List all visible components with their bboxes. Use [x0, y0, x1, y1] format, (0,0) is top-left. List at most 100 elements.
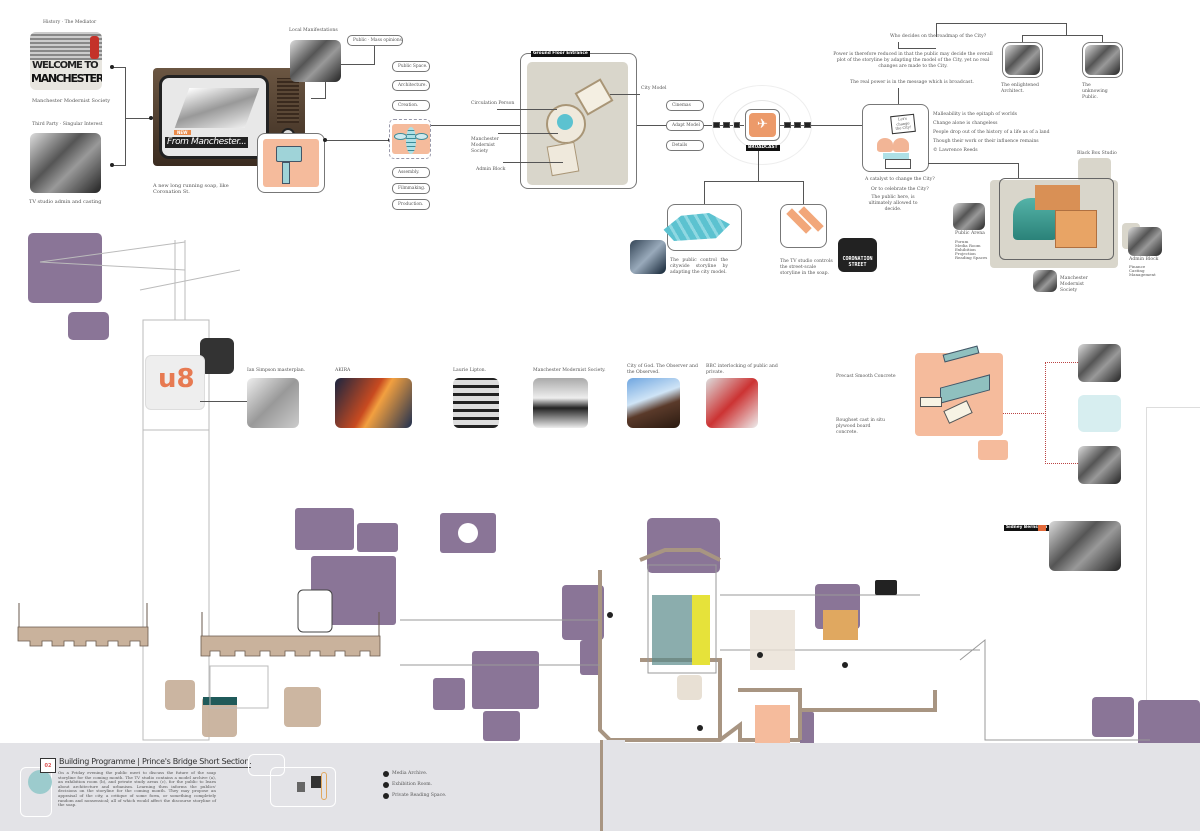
pill-public-space[interactable]: Public Space. — [392, 61, 430, 72]
real-power-text: The real power is in the message which i… — [850, 80, 974, 85]
public-arena-item: Exhibition — [955, 247, 976, 252]
history-caption: Manchester Modernist Society — [32, 98, 111, 104]
sidney-bernstein-photo — [1049, 521, 1121, 571]
admin-block-photo — [1128, 227, 1162, 256]
local-manifestations-label: Local Manifestations — [289, 28, 338, 33]
cartoon-quote-2: Change alone is changeless — [933, 121, 998, 126]
pill-production[interactable]: Production. — [392, 199, 430, 210]
ref-label: Laurie Lipton. — [453, 368, 487, 373]
ref-label: AKIRA — [335, 368, 351, 373]
ref-label: Manchester Modernist Society. — [533, 368, 606, 373]
building-section-drawing — [17, 508, 1200, 750]
legend-marker-b — [383, 782, 389, 788]
purple-sky-panel — [68, 312, 109, 340]
welcome-text: WELCOME TO — [32, 60, 99, 71]
mms-small-photo — [1033, 270, 1057, 292]
material-photo-2 — [1078, 395, 1121, 432]
tv-screen-text: From Manchester... — [165, 137, 249, 148]
cartoon-quote-4: Though their work or their influence rem… — [933, 139, 1039, 144]
admin-block-label: Admin Block — [1129, 257, 1159, 262]
public-arena-item: Media Room — [955, 243, 981, 248]
admin-item: Finance — [1129, 264, 1146, 269]
pill-cinemas[interactable]: Cinemas — [666, 100, 704, 111]
ground-floor-title: Ground Floor Entrance — [531, 51, 590, 57]
public-arena-item: Projection — [955, 251, 976, 256]
blue-city-model — [663, 213, 730, 241]
footer-title: Building Programme | Prince's Bridge Sho… — [59, 757, 252, 768]
purple-sky-panel — [28, 233, 102, 303]
ref-photo-masterplan — [247, 378, 299, 428]
celebrate-question: Or to celebrate the City? — [871, 187, 929, 192]
ref-label: BBC interlocking of public and private. — [706, 364, 778, 375]
public-arena-photo — [953, 203, 985, 230]
pill-assembly[interactable]: Assembly. — [392, 167, 430, 178]
manchester-text: MANCHESTER — [31, 72, 102, 85]
cartoon-quote-3: People drop out of the history of a life… — [933, 130, 1050, 135]
pill-details[interactable]: Details — [666, 140, 704, 151]
projector-icon — [458, 523, 478, 543]
public-caption: The unknowing Public. — [1082, 83, 1108, 100]
public-photo-frame — [1082, 42, 1123, 78]
camera-frame — [257, 133, 325, 193]
broadcast-label: BROADCAST — [746, 145, 780, 151]
studio-control-caption: The TV studio controls the street-scale … — [780, 259, 833, 276]
cartoon-frame: Let's change the City! — [862, 104, 929, 172]
public-decide-text: The public here, is ultimately allowed t… — [868, 195, 918, 212]
public-arena-label: Public Arena — [955, 231, 985, 236]
ground-floor-frame — [520, 53, 637, 189]
pill-architecture[interactable]: Architecture. — [392, 80, 430, 91]
tv-screen: NEW From Manchester... — [159, 75, 269, 159]
coronation-street-photo: CORONATION STREET — [838, 238, 877, 272]
section-key-diagram — [270, 767, 336, 807]
material-photo-3 — [1078, 446, 1121, 484]
ref-photo-akira — [335, 378, 412, 428]
label-mms: Manchester Modernist Society — [471, 137, 499, 154]
ref-label: Ian Simpson masterplan. — [247, 368, 306, 373]
city-model-frame — [663, 204, 742, 251]
legend-marker-a — [383, 771, 389, 777]
cartoon-quote-5: © Lawrence Reeds — [933, 148, 978, 153]
admin-item: Casting — [1129, 268, 1145, 273]
broadcast-button[interactable]: ✈ — [745, 109, 780, 141]
power-question: Who decides on the roadmap of the City? — [890, 34, 987, 39]
ref-photo-bbc — [706, 378, 758, 428]
architect-photo-frame — [1002, 42, 1043, 78]
tv-caption: A new long running soap, like Coronation… — [153, 183, 229, 195]
legend-marker-c — [383, 793, 389, 799]
u8-logo-text: u8 — [158, 364, 195, 394]
ref-photo-lipton — [453, 378, 499, 428]
legend-label: Private Reading Space. — [392, 793, 447, 798]
pill-creation[interactable]: Creation. — [392, 100, 430, 111]
black-box-label: Black Box Studio — [1077, 151, 1117, 156]
power-text: Power is therefore reduced in that the p… — [833, 52, 993, 69]
public-arena-item: Reading Spaces — [955, 255, 988, 260]
footer-paragraph: On a Friday evening the public meet to d… — [58, 770, 216, 808]
street-model-frame — [780, 204, 827, 248]
purple-sky-panels — [295, 508, 1200, 750]
roughset-label: Roughset cast in situ plywood board conc… — [836, 418, 885, 435]
sidney-bernstein-label: Sidney Bernstein — [1004, 525, 1050, 531]
ref-label: City of God. The Observer and the Observ… — [627, 364, 698, 375]
legend-label: Media Archive. — [392, 771, 428, 776]
ref-photo-mms — [533, 378, 588, 428]
public-control-photo — [630, 240, 666, 274]
label-circulation: Circulation Person — [471, 101, 515, 106]
dark-texture-tile — [200, 338, 234, 374]
material-photo-1 — [1078, 344, 1121, 382]
red-figure — [90, 36, 99, 59]
label-admin: Admin Block — [476, 167, 506, 172]
precast-label: Precast Smooth Concrete — [836, 374, 896, 379]
public-mass-opinions-pill[interactable]: Public · Mass opinions — [347, 35, 403, 46]
cartoon-quote-1: Malleability is the epitaph of worlds — [933, 112, 1018, 117]
mms-label: Manchester Modernist Society — [1060, 276, 1088, 293]
history-label: History · The Mediator — [43, 20, 97, 25]
news-badge: NEW — [174, 130, 191, 135]
pill-adapt-model[interactable]: Adapt Model — [666, 120, 704, 131]
manchester-bee-box — [389, 119, 431, 159]
pill-filmmaking[interactable]: Filmmaking. — [392, 183, 430, 194]
crane-and-tower-outline — [39, 240, 240, 741]
ref-photo-city-of-god — [627, 378, 680, 428]
crowd-photo — [290, 40, 341, 82]
catalyst-question: A catalyst to change the City? — [865, 177, 935, 182]
third-party-label: Third Party · Singular Interest — [32, 122, 103, 127]
